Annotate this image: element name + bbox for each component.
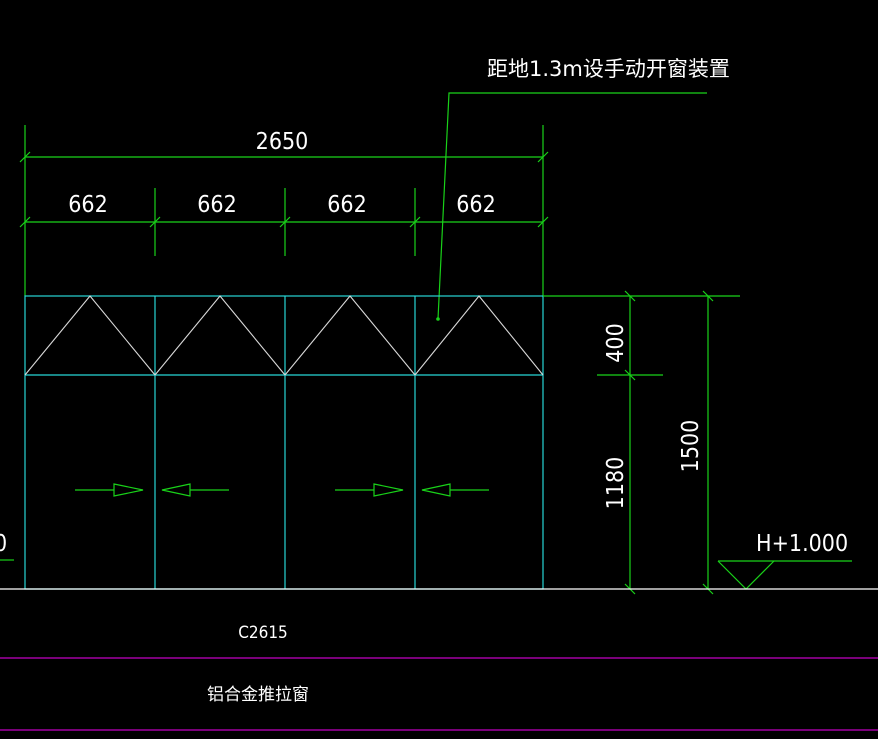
window-type: 铝合金推拉窗 — [207, 685, 309, 705]
opening-marks — [24, 295, 544, 376]
tick — [537, 216, 549, 228]
elevation-triangle-icon — [717, 560, 852, 590]
tick — [537, 151, 549, 163]
top-height-label: 400 — [603, 323, 629, 363]
left-partial-label: 0 — [0, 531, 7, 557]
total-height-label: 1500 — [678, 420, 704, 473]
tick — [149, 216, 161, 228]
elevation-label: H+1.000 — [756, 531, 848, 557]
annotation-leader — [436, 92, 707, 321]
tick — [624, 369, 636, 381]
arrow-right-icon — [335, 483, 404, 497]
vertical-dimensions — [543, 290, 740, 595]
annotation-note: 距地1.3m设手动开窗装置 — [487, 57, 730, 81]
tick — [624, 290, 636, 302]
arrow-left-icon — [421, 483, 489, 497]
opening-mark — [154, 295, 286, 376]
panel-width-label-1: 662 — [68, 192, 108, 218]
window-frame — [24, 295, 544, 590]
tick — [19, 216, 31, 228]
opening-mark — [414, 295, 544, 376]
panel-width-label-4: 662 — [456, 192, 496, 218]
tick — [409, 216, 421, 228]
tick — [279, 216, 291, 228]
opening-mark — [284, 295, 416, 376]
tick — [19, 151, 31, 163]
leader-endpoint-dot — [436, 317, 440, 321]
window-code: C2615 — [238, 623, 288, 643]
panel-width-label-3: 662 — [327, 192, 367, 218]
tick — [702, 290, 714, 302]
panel-width-label-2: 662 — [197, 192, 237, 218]
horizontal-dimensions — [19, 125, 549, 296]
frame-outline — [24, 295, 544, 590]
overall-width-label: 2650 — [256, 129, 309, 155]
arrow-left-icon — [161, 483, 229, 497]
arrow-right-icon — [75, 483, 144, 497]
opening-mark — [24, 295, 156, 376]
bottom-height-label: 1180 — [603, 457, 629, 510]
